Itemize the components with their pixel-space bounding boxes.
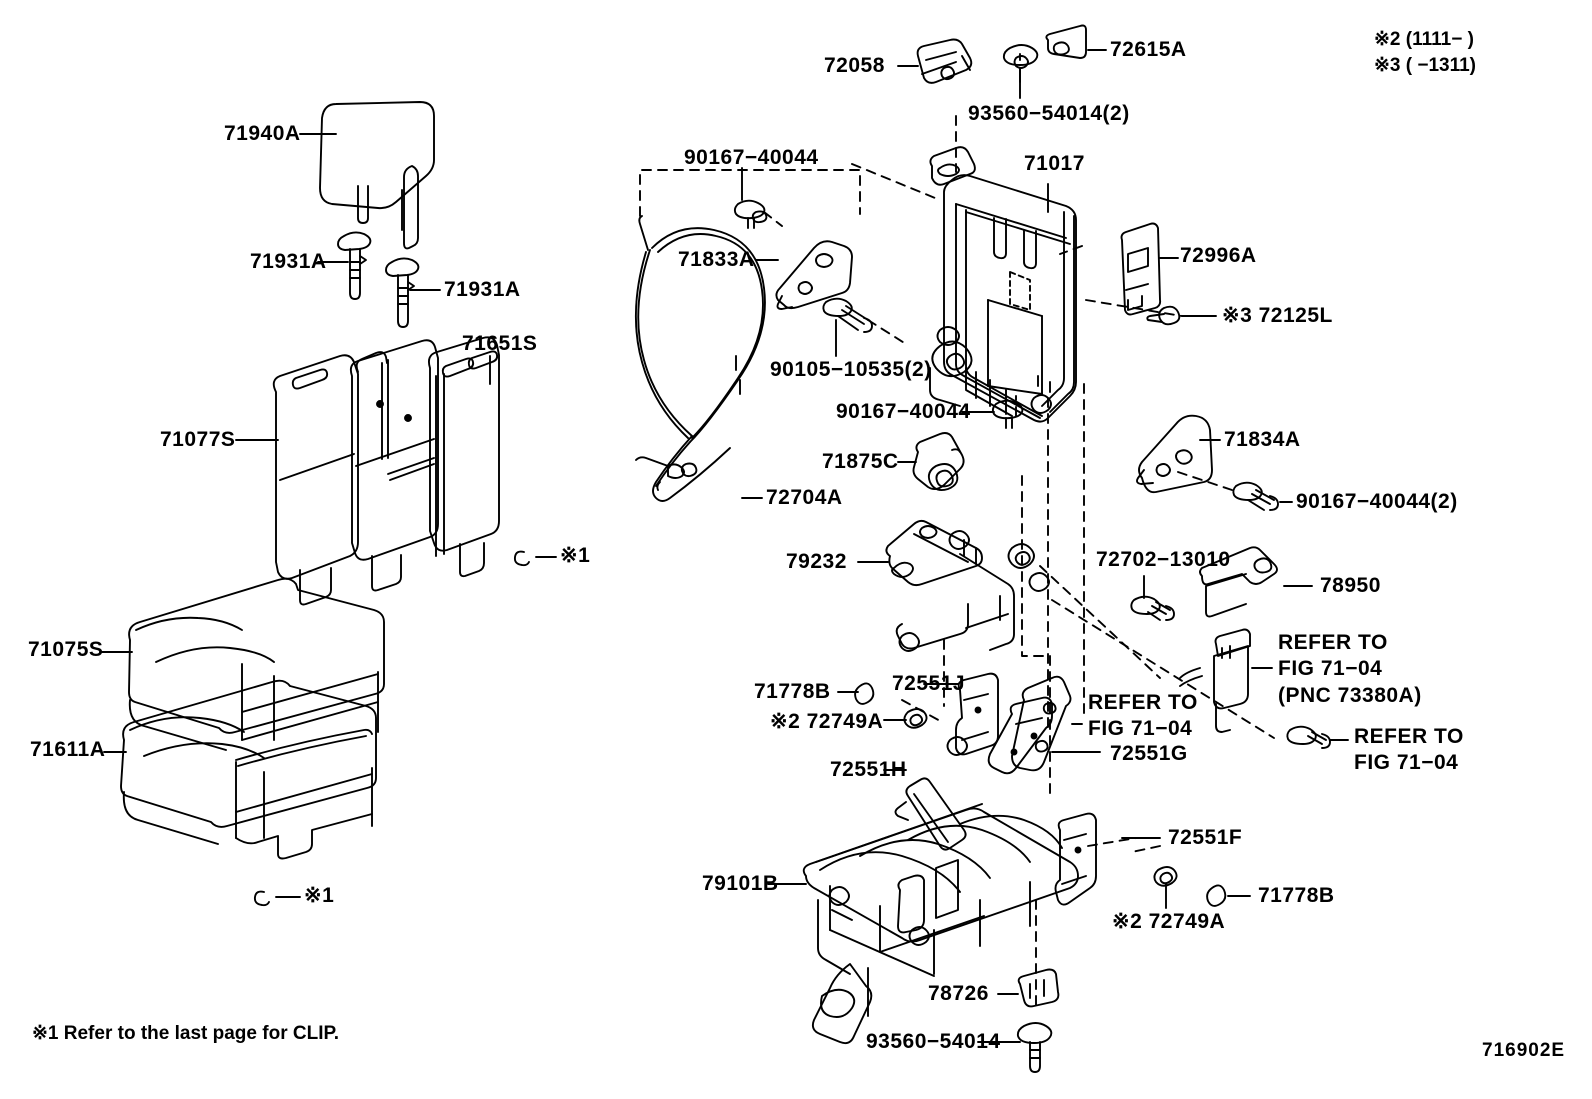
cushion-frame-79101b — [802, 803, 1079, 1045]
label-71778b-top: 71778B — [754, 680, 831, 703]
label-71077s: 71077S — [160, 428, 236, 451]
label-refer-plate: REFER TO FIG 71−04 — [1088, 691, 1198, 741]
label-72551j: 72551J — [892, 672, 966, 695]
label-79232: 79232 — [786, 550, 847, 573]
label-71875c: 71875C — [822, 450, 899, 473]
label-78726: 78726 — [928, 982, 989, 1005]
headrest-part — [319, 101, 435, 250]
seatbelt-buckle — [1179, 628, 1251, 733]
bolt-90167-upper — [733, 199, 768, 229]
lock-cover-71875c — [912, 432, 965, 492]
clip-72125l — [1146, 305, 1181, 326]
label-72749a-bottom: ※2 72749A — [1112, 910, 1226, 933]
label-72058: 72058 — [824, 54, 885, 77]
clip-marker-lower — [253, 890, 301, 907]
cover-72551h — [894, 736, 968, 851]
bolt-refer-fig — [1286, 725, 1331, 749]
label-refer-buckle: REFER TO FIG 71−04 (PNC 73380A) — [1278, 631, 1422, 707]
release-cable — [634, 215, 766, 502]
hinge-cover-71834a — [1136, 414, 1213, 494]
label-72551g: 72551G — [1110, 742, 1188, 765]
cover-72551g — [987, 696, 1053, 775]
clip-marker-text-lower: ※1 — [304, 884, 335, 907]
grommet-71778b-top — [854, 682, 875, 705]
label-71931a-right: 71931A — [444, 278, 521, 301]
label-79101b: 79101B — [702, 872, 779, 895]
label-71075s: 71075S — [28, 638, 104, 661]
label-90167-mid: 90167−40044 — [836, 400, 971, 423]
cover-72551f — [1054, 812, 1097, 906]
label-refer-bolt: REFER TO FIG 71−04 — [1354, 725, 1464, 775]
label-71611a: 71611A — [30, 738, 106, 761]
bolt-90167-mid — [991, 399, 1024, 429]
diagram-code: 716902E — [1482, 1040, 1566, 1061]
bracket-79232 — [885, 519, 1050, 652]
clip-marker-upper — [513, 550, 557, 567]
nut-72749a-bottom — [1153, 866, 1178, 887]
label-71651s: 71651S — [462, 332, 538, 355]
label-72702: 72702−13010 — [1096, 548, 1231, 571]
label-71834a: 71834A — [1224, 428, 1301, 451]
clip-marker-text-upper: ※1 — [560, 544, 591, 567]
label-72125l: ※3 72125L — [1222, 304, 1333, 327]
label-71931a-left: 71931A — [250, 250, 327, 273]
bolt-90167-pair — [1232, 481, 1279, 511]
label-72551f: 72551F — [1168, 826, 1243, 849]
seat-cushion-cover — [128, 577, 385, 751]
label-72615a: 72615A — [1110, 38, 1187, 61]
label-90167-pair: 90167−40044(2) — [1296, 490, 1458, 513]
label-72749a-top: ※2 72749A — [770, 710, 884, 733]
cap-72615a — [1045, 24, 1087, 59]
seatback-cushions — [272, 336, 500, 606]
label-71778b-bottom: 71778B — [1258, 884, 1335, 907]
label-93560-top: 93560−54014(2) — [968, 102, 1130, 125]
grommet-71778b-bottom — [1206, 884, 1227, 907]
label-90105: 90105−10535(2) — [770, 358, 932, 381]
striker-cover-72996a — [1120, 222, 1162, 316]
headrest-bolt-right — [385, 257, 420, 328]
seatback-frame — [929, 146, 1077, 423]
label-90167-upper: 90167−40044 — [684, 146, 819, 169]
trim-78950 — [1199, 546, 1278, 618]
header-note-2: ※2 (1111− ) — [1374, 29, 1474, 50]
label-71940a: 71940A — [224, 122, 301, 145]
seat-cushion-pad — [120, 679, 377, 860]
clip-78726 — [1017, 968, 1060, 1008]
headrest-bolt-left — [337, 231, 372, 300]
bolt-72702 — [1130, 595, 1175, 621]
label-93560-bottom: 93560−54014 — [866, 1030, 1001, 1053]
label-72551h: 72551H — [830, 758, 907, 781]
screw-93560-bottom — [1016, 1022, 1053, 1073]
clip-footnote: ※1 Refer to the last page for CLIP. — [32, 1023, 339, 1044]
hinge-72058 — [916, 38, 973, 84]
bolt-90105 — [822, 297, 873, 333]
label-71833a: 71833A — [678, 248, 755, 271]
label-71017: 71017 — [1024, 152, 1085, 175]
nut-72749a-top — [903, 708, 928, 729]
header-note-3: ※3 ( −1311) — [1374, 55, 1477, 76]
label-78950: 78950 — [1320, 574, 1381, 597]
bracket-71833a — [775, 240, 853, 310]
label-72704a: 72704A — [766, 486, 843, 509]
label-72996a: 72996A — [1180, 244, 1257, 267]
